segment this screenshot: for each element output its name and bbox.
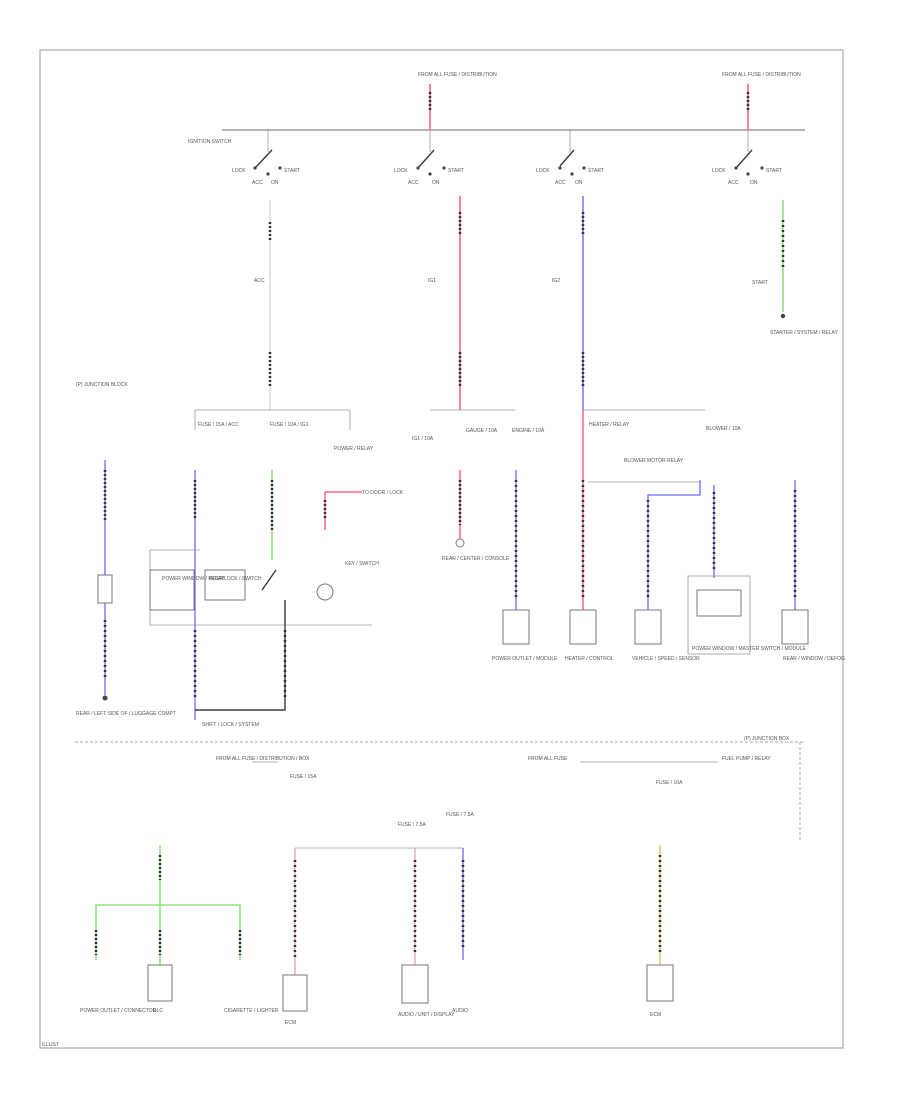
switch-lock-3: LOCK: [536, 168, 550, 174]
junction-block-label: (P) JUNCTION BLOCK: [76, 382, 128, 388]
switch-lock-4: LOCK: [712, 168, 726, 174]
ig1-fuse-a: IG1 / 10A: [412, 436, 434, 442]
bottom-7: ECM: [650, 1012, 661, 1018]
bottom-3: CIGARETTE / LIGHTER: [224, 1008, 279, 1014]
ig2-fuse-c: BLOWER / 10A: [706, 426, 741, 432]
left-distribution: FUSE / 15A / ACC FUSE / 10A / IG1 POWER …: [193, 409, 404, 720]
bottom-4: ECM: [285, 1020, 296, 1026]
bottom-middle: FUSE / 7.5A FUSE / 7.5A ECM AUDIO / UNIT…: [282, 812, 474, 1026]
switch-on-4: ON: [750, 180, 758, 186]
switch-start-3: START: [588, 168, 604, 174]
bottom-left-tree: POWER OUTLET / CONNECTOR DLC CIGARETTE /…: [80, 845, 279, 1014]
switch-acc-3: ACC: [555, 180, 566, 186]
switch-lock-1: LOCK: [232, 168, 246, 174]
ground-label-2: REAR / CENTER / CONSOLE: [442, 556, 510, 562]
top-fuse-feed-right: FROM ALL FUSE / DISTRIBUTION: [722, 72, 801, 130]
to-door-label: TO DOOR / LOCK: [362, 490, 404, 496]
ignition-switch-ig1: LOCK ACC ON START: [394, 130, 464, 186]
jb-fuse-2: FUSE / 10A / IG1: [270, 422, 309, 428]
interlock-switch: INTERLOCK / SWITCH: [209, 576, 262, 582]
top-fuse-feed-left: FROM ALL FUSE / DISTRIBUTION: [418, 72, 497, 130]
lower-sub-2: FUSE / 7.5A: [446, 812, 474, 818]
ignition-switch-acc: LOCK ACC ON START: [232, 130, 300, 186]
wire-ig1-label: IG1: [428, 278, 436, 284]
module-2: HEATER / CONTROL: [565, 656, 614, 662]
wire-acc: ACC: [254, 200, 272, 410]
lower-label-left: FROM ALL FUSE / DISTRIBUTION / BOX: [216, 756, 310, 762]
module-1: POWER OUTLET / MODULE: [492, 656, 558, 662]
diagram-frame: [39, 49, 844, 1049]
lower-label-right: FROM ALL FUSE: [528, 756, 568, 762]
lower-left-feed: FROM ALL FUSE / DISTRIBUTION / BOX FUSE …: [216, 756, 317, 780]
lower-jb-label: (P) JUNCTION BOX: [744, 736, 790, 742]
key-switch: KEY / SWITCH: [345, 561, 379, 567]
blower-label: BLOWER MOTOR RELAY: [624, 458, 684, 464]
relay-box: POWER WINDOW / RELAY INTERLOCK / SWITCH …: [149, 549, 379, 728]
switch-acc-1: ACC: [252, 180, 263, 186]
ig2-branch: HEATER / RELAY BLOWER MOTOR RELAY BLOWER…: [565, 409, 845, 662]
bus-label-right: FROM ALL FUSE / DISTRIBUTION: [722, 72, 801, 78]
bottom-1: POWER OUTLET / CONNECTOR: [80, 1008, 157, 1014]
lower-right-feed: FROM ALL FUSE FUEL PUMP / RELAY FUSE / 1…: [528, 756, 771, 786]
lower-relay-right: FUEL PUMP / RELAY: [722, 756, 771, 762]
switch-lock-2: LOCK: [394, 168, 408, 174]
switch-on-1: ON: [271, 180, 279, 186]
ground-label-1: REAR / LEFT SIDE OF / LUGGAGE COMPT: [76, 711, 176, 717]
switch-start-1: START: [284, 168, 300, 174]
lower-sub-1: FUSE / 7.5A: [398, 822, 426, 828]
lower-label-mid: FUSE / 15A: [290, 774, 317, 780]
jb-relay: POWER / RELAY: [334, 446, 374, 452]
wire-start-label: START: [752, 280, 768, 286]
ig2-fuse-a: ENGINE / 10A: [512, 428, 545, 434]
switch-on-3: ON: [575, 180, 583, 186]
ignition-switch-ig2: LOCK ACC ON START: [536, 130, 604, 186]
ignition-switch-start: LOCK ACC ON START: [712, 130, 782, 186]
switch-acc-2: ACC: [408, 180, 419, 186]
bottom-5: AUDIO / UNIT / DISPLAY: [398, 1012, 455, 1018]
switch-start-2: START: [448, 168, 464, 174]
ignition-switch-label: IGNITION SWITCH: [188, 139, 232, 145]
shift-lock: SHIFT / LOCK / SYSTEM: [202, 722, 259, 728]
ig1-branch: IG1 / 10A GAUGE / 10A ENGINE / 10A REAR …: [412, 409, 558, 662]
wire-ig2-label: IG2: [552, 278, 560, 284]
switch-start-4: START: [766, 168, 782, 174]
module-3: VEHICLE / SPEED / SENSOR: [632, 656, 700, 662]
jb-fuse-1: FUSE / 15A / ACC: [198, 422, 239, 428]
wire-ig2: IG2: [552, 196, 585, 410]
wire-acc-label: ACC: [254, 278, 265, 284]
bus-label-left: FROM ALL FUSE / DISTRIBUTION: [418, 72, 497, 78]
power-window-relay: POWER WINDOW / RELAY: [162, 576, 225, 582]
starter-relay-label: STARTER / SYSTEM / RELAY: [770, 330, 838, 336]
module-5: REAR / WINDOW / DEFOG: [783, 656, 845, 662]
switch-acc-4: ACC: [728, 180, 739, 186]
ig2-fuse-b: HEATER / RELAY: [589, 422, 630, 428]
left-ground-wire: REAR / LEFT SIDE OF / LUGGAGE COMPT: [76, 460, 176, 717]
wire-ig1: IG1: [428, 196, 462, 410]
footer-label: ILLUST: [42, 1042, 59, 1048]
wire-start: START STARTER / SYSTEM / RELAY: [752, 200, 838, 336]
switch-on-2: ON: [432, 180, 440, 186]
bottom-right: ECM: [646, 845, 674, 1018]
bottom-2: DLC: [153, 1008, 163, 1014]
ig1-fuse-b: GAUGE / 10A: [466, 428, 498, 434]
module-4: POWER WINDOW / MASTER SWITCH / MODULE: [692, 646, 807, 652]
bottom-6: AUDIO: [452, 1008, 468, 1014]
lower-label-right2: FUSE / 10A: [656, 780, 683, 786]
